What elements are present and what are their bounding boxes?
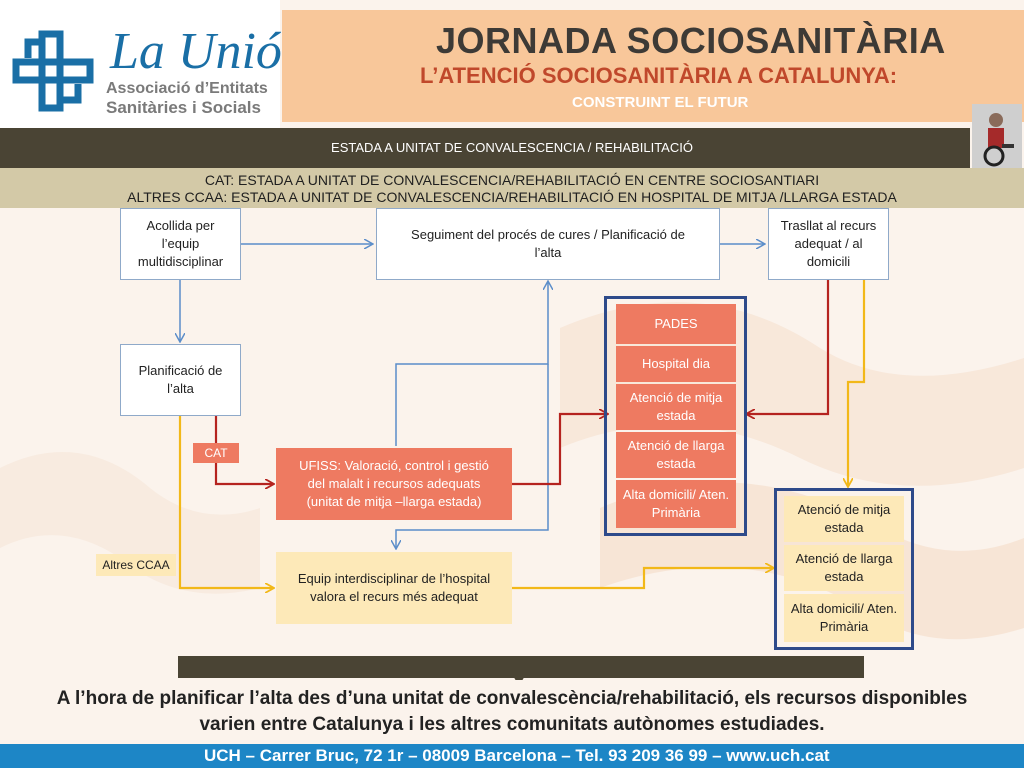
box-equip-interdisciplinar: Equip interdisciplinar de l’hospital val… bbox=[276, 552, 512, 624]
red-item-pades: PADES bbox=[616, 304, 736, 344]
page-subtitle: L’ATENCIÓ SOCIOSANITÀRIA A CATALUNYA: bbox=[420, 63, 898, 88]
speaker-photo bbox=[972, 104, 1022, 168]
arrow-loop-up bbox=[395, 282, 548, 446]
conclusion-line-2: varien entre Catalunya i les altres comu… bbox=[199, 714, 825, 735]
conclusion-line-1: A l’hora de planificar l’alta des d’una … bbox=[56, 688, 968, 709]
box-ufiss: UFISS: Valoració, control i gestió del m… bbox=[276, 448, 512, 520]
title-area bbox=[282, 10, 1024, 122]
logo-subtitle-2: Sanitàries i Socials bbox=[106, 98, 261, 117]
page-title: JORNADA SOCIOSANITÀRIA bbox=[436, 20, 946, 61]
arrow-planificacio-ufiss bbox=[214, 416, 273, 484]
red-item-hospital-dia: Hospital dia bbox=[616, 346, 736, 382]
footer-text: UCH – Carrer Bruc, 72 1r – 08009 Barcelo… bbox=[204, 746, 830, 765]
section-band-title: ESTADA A UNITAT DE CONVALESCENCIA / REHA… bbox=[0, 128, 970, 168]
box-acollida: Acollida per l’equip multidisciplinar bbox=[120, 208, 241, 280]
band-line-cat: CAT: ESTADA A UNITAT DE CONVALESCENCIA/R… bbox=[204, 172, 820, 188]
yellow-resources-frame bbox=[774, 488, 914, 650]
tag-cat: CAT bbox=[193, 443, 239, 463]
page-subtitle-2: CONSTRUINT EL FUTUR bbox=[572, 94, 749, 111]
red-item-mitja-estada: Atenció de mitja estada bbox=[616, 384, 736, 430]
box-planificacio: Planificació de l’alta bbox=[120, 344, 241, 416]
yellow-item-mitja-estada: Atenció de mitja estada bbox=[784, 496, 904, 542]
logo-name: La Unió bbox=[110, 23, 282, 80]
arrow-equip-yellow-list bbox=[512, 568, 773, 590]
section-band-title-text: ESTADA A UNITAT DE CONVALESCENCIA / REHA… bbox=[331, 140, 693, 155]
arrow-ufiss-pades bbox=[512, 414, 607, 486]
box-seguiment: Seguiment del procés de cures / Planific… bbox=[376, 208, 720, 280]
arrow-trasllat-pades bbox=[747, 280, 830, 414]
yellow-item-alta-domicili: Alta domicili/ Aten. Primària bbox=[784, 594, 904, 642]
arrow-trasllat-yellow-list bbox=[848, 280, 866, 486]
red-item-alta-domicili: Alta domicili/ Aten. Primària bbox=[616, 480, 736, 528]
red-resources-frame bbox=[604, 296, 747, 536]
section-band-subtitle: CAT: ESTADA A UNITAT DE CONVALESCENCIA/R… bbox=[0, 168, 1024, 208]
band-line-altres: ALTRES CCAA: ESTADA A UNITAT DE CONVALES… bbox=[127, 189, 897, 205]
person-wheelchair-icon bbox=[972, 104, 1022, 168]
arrow-planificacio-equip bbox=[178, 416, 273, 588]
footer: UCH – Carrer Bruc, 72 1r – 08009 Barcelo… bbox=[0, 744, 1024, 768]
yellow-item-llarga-estada: Atenció de llarga estada bbox=[784, 545, 904, 591]
red-item-llarga-estada: Atenció de llarga estada bbox=[616, 432, 736, 478]
logo-subtitle-1: Associació d’Entitats bbox=[106, 80, 268, 97]
bottom-divider-bar bbox=[178, 656, 864, 686]
logo-area: La Unió Associació d’Entitats Sanitàries… bbox=[0, 0, 282, 128]
box-trasllat: Trasllat al recurs adequat / al domicili bbox=[768, 208, 889, 280]
la-unio-logo-icon bbox=[12, 30, 94, 112]
arrow-loop-down bbox=[396, 364, 549, 548]
conclusion-message: A l’hora de planificar l’alta des d’una … bbox=[0, 680, 1024, 744]
tag-altres-ccaa: Altres CCAA bbox=[96, 554, 176, 576]
